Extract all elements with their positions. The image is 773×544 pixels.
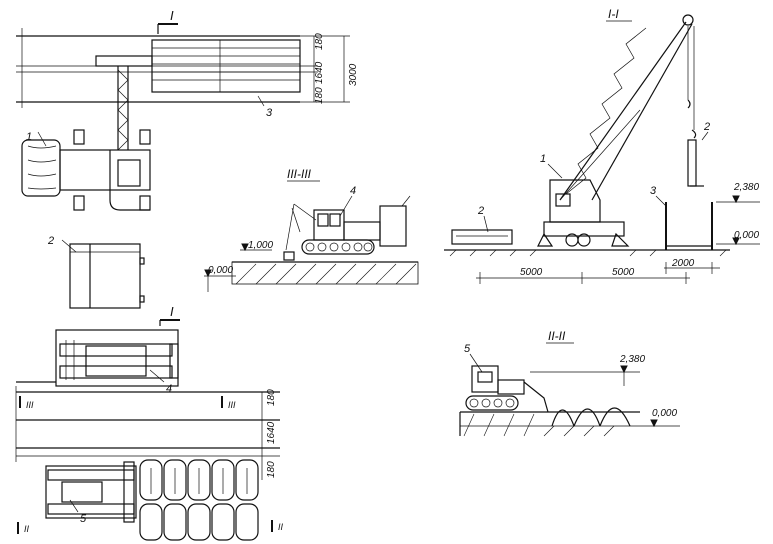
callout-5-plan: 5 (80, 513, 87, 525)
section-2-2-label: II-II (548, 329, 566, 343)
cut-II-right: II (278, 522, 284, 532)
level-0000-2-2: 0,000 (652, 408, 677, 419)
dim-5000-right: 5000 (612, 267, 635, 278)
dim-5000-left: 5000 (520, 267, 543, 278)
level-2380-2-2: 2,380 (619, 354, 645, 365)
dim-180-bot1: 180 (266, 389, 277, 406)
plan-top-section-label: I (170, 8, 174, 23)
section-3-3-label: III-III (287, 167, 312, 181)
cut-III-left: III (26, 400, 34, 410)
callout-5-2-2: 5 (464, 343, 471, 355)
callout-2-plan: 2 (47, 235, 54, 247)
section-1-1: I-I 2 (444, 7, 760, 284)
section-2-2: II-II 2,380 (459, 329, 680, 437)
hatch-2-2 (463, 413, 615, 437)
dim-180-top2: 180 (314, 87, 325, 104)
dim-180-top: 180 (314, 33, 325, 50)
soil-heaps (139, 459, 259, 541)
level-1000: 1,000 (248, 240, 273, 251)
callout-2-crane: 2 (703, 121, 710, 133)
callout-3-plan: 3 (266, 107, 273, 119)
callout-1-plan: 1 (26, 131, 32, 143)
section-1-1-label: I-I (608, 7, 619, 21)
callout-3-crane: 3 (650, 185, 657, 197)
dim-1640-bot: 1640 (266, 421, 277, 444)
callout-4-3-3: 4 (350, 185, 356, 197)
dim-180-bot2: 180 (266, 461, 277, 478)
cut-II-left: II (24, 524, 30, 534)
level-0000-crane: 0,000 (734, 230, 759, 241)
callout-4-plan: 4 (166, 383, 172, 395)
hatch-1-1 (449, 249, 727, 257)
plan-bottom: I 4 III III 180 1640 180 5 (15, 304, 284, 541)
cut-III-right: III (228, 400, 236, 410)
plan-top: I (16, 8, 359, 309)
hatch-3-3 (235, 263, 417, 285)
dim-3000: 3000 (348, 63, 359, 86)
dim-2000: 2000 (671, 258, 695, 269)
plan-bottom-section-label: I (170, 304, 174, 319)
dim-1640-top: 1640 (314, 61, 325, 84)
callout-1-crane: 1 (540, 153, 546, 165)
level-0000-3-3: 0,000 (208, 265, 233, 276)
section-3-3: III-III (204, 167, 419, 292)
callout-2-crane-slabs: 2 (477, 205, 484, 217)
level-2380-crane: 2,380 (733, 182, 759, 193)
